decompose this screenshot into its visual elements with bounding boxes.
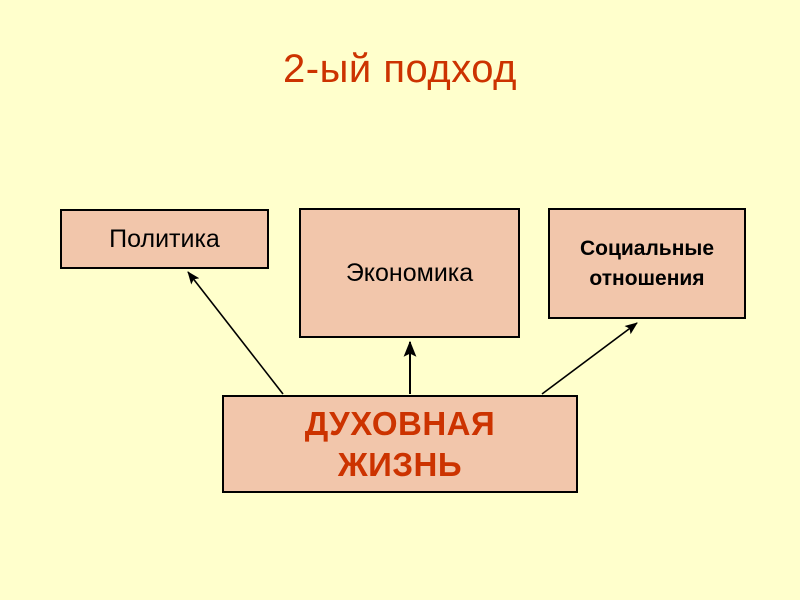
node-economics: Экономика <box>299 208 520 338</box>
node-politics: Политика <box>60 209 269 269</box>
node-politics-label: Политика <box>109 224 220 253</box>
connector-spiritual-to-social <box>541 322 638 395</box>
connector-spiritual-to-politics <box>187 271 284 395</box>
page-title: 2-ый подход <box>283 47 517 91</box>
node-social-relations-label: Социальные отношения <box>579 236 715 290</box>
node-economics-label: Экономика <box>345 258 474 287</box>
node-social-relations: Социальные отношения <box>548 208 746 319</box>
node-spiritual-life: ДУХОВНАЯ ЖИЗНЬ <box>222 395 578 493</box>
node-spiritual-life-label: ДУХОВНАЯ ЖИЗНЬ <box>304 405 496 483</box>
